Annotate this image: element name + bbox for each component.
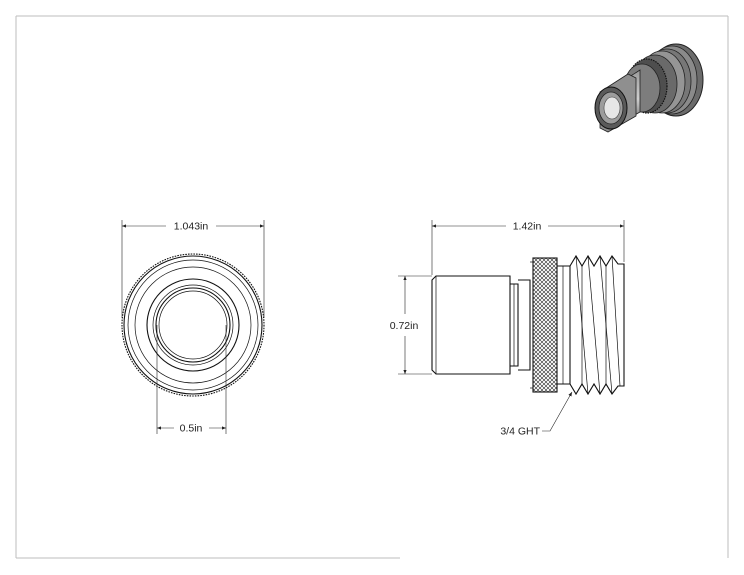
sheet-border [15, 15, 729, 559]
length-label: 1.42in [513, 221, 542, 233]
outer-diameter-label: 1.043in [174, 221, 209, 233]
dimension-length: 1.42in [431, 220, 625, 275]
thread-callout: 3/4 GHT [500, 391, 573, 438]
inner-diameter-label: 0.5in [180, 423, 203, 435]
body-diameter-label: 0.72in [390, 320, 419, 332]
side-view [431, 254, 625, 396]
dimension-inner-diameter: 0.5in [156, 325, 227, 435]
thread-label: 3/4 GHT [500, 426, 540, 438]
front-view [121, 253, 265, 397]
dimension-body-diameter: 0.72in [390, 275, 432, 375]
dimension-outer-diameter: 1.043in [121, 220, 265, 318]
isometric-view [594, 43, 704, 133]
